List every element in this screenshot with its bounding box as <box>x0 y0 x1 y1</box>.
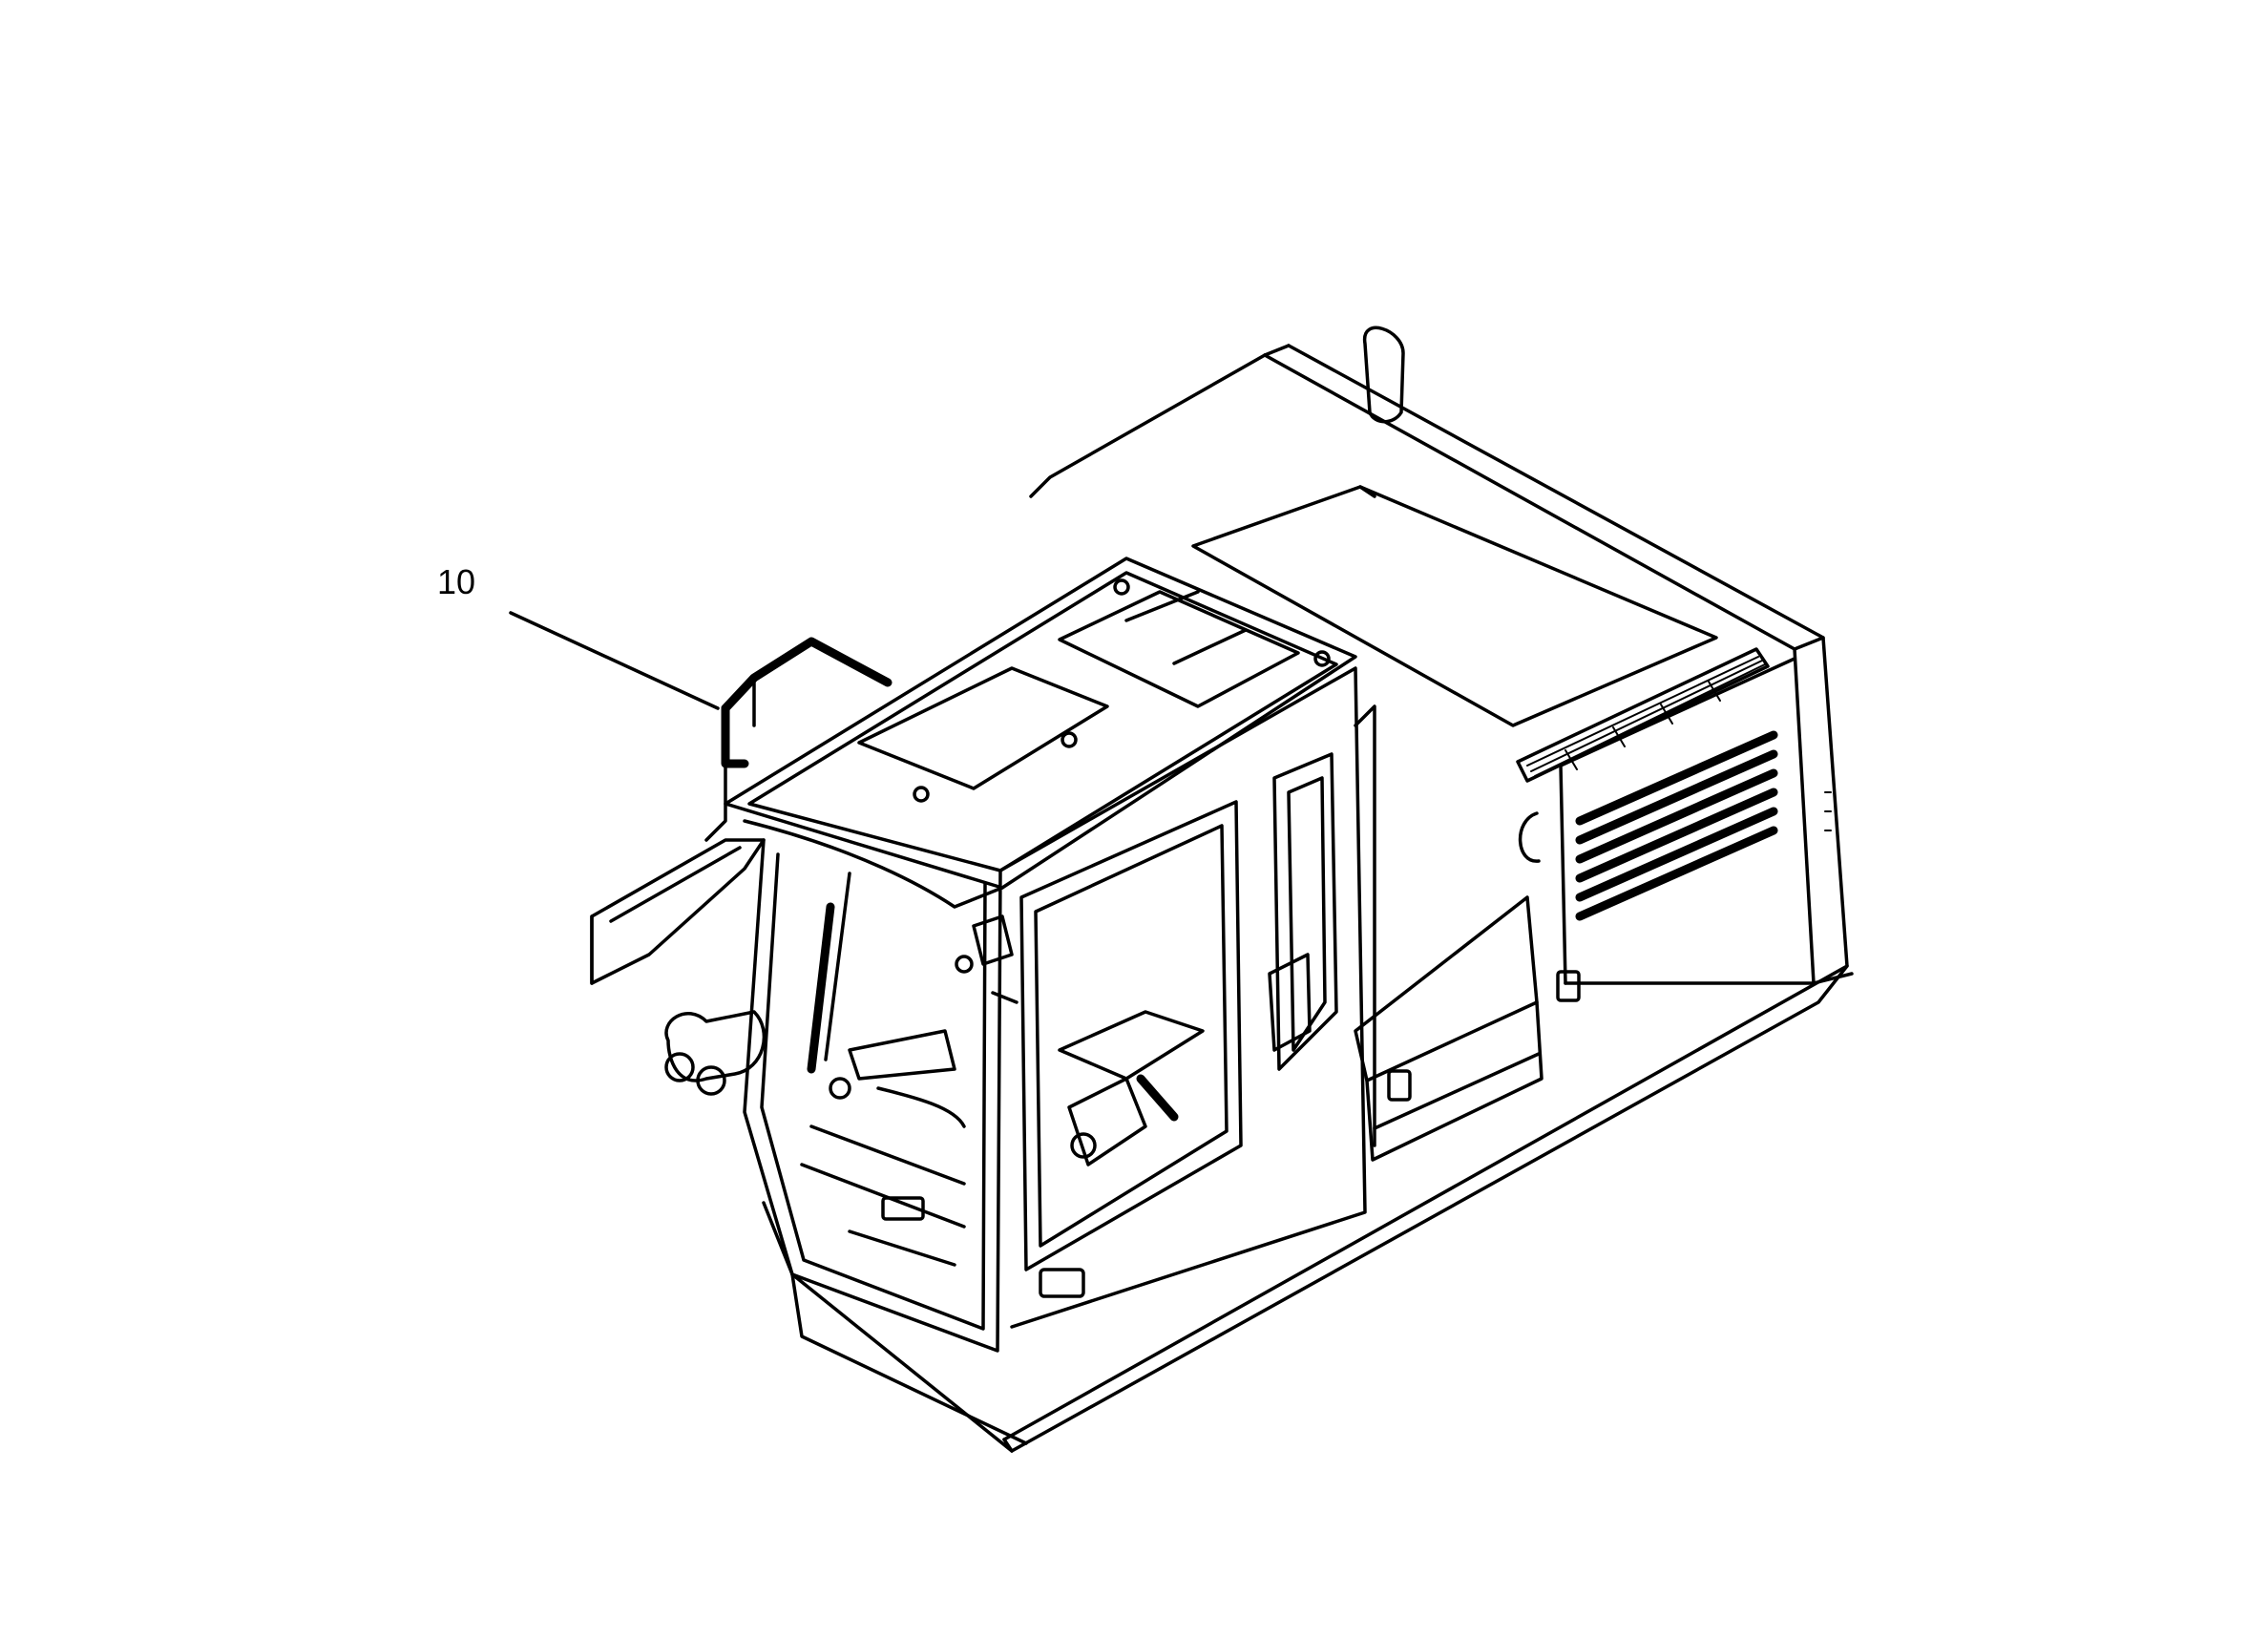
grille <box>1516 647 1770 783</box>
callout-label-10: 10 <box>437 562 476 601</box>
boom-foot <box>590 838 766 1096</box>
cab-hinges <box>955 914 1018 1004</box>
rear-panel-item-10 <box>704 637 892 842</box>
windshield-frame <box>743 838 1002 1353</box>
callout-leader-line <box>509 611 720 710</box>
upper-structure <box>1002 344 1849 1453</box>
windshield-wiper <box>807 872 851 1100</box>
side-louvers <box>1575 730 1778 921</box>
side-hooks <box>1518 811 1581 1002</box>
base-deck <box>762 1201 1028 1453</box>
side-panel <box>1354 895 1544 1162</box>
engine-hood <box>1191 485 1718 727</box>
exhaust-pipe <box>1363 326 1405 424</box>
side-small-details <box>1812 791 1854 985</box>
cab-roof <box>724 557 1357 909</box>
cab-interior <box>848 953 1312 1166</box>
